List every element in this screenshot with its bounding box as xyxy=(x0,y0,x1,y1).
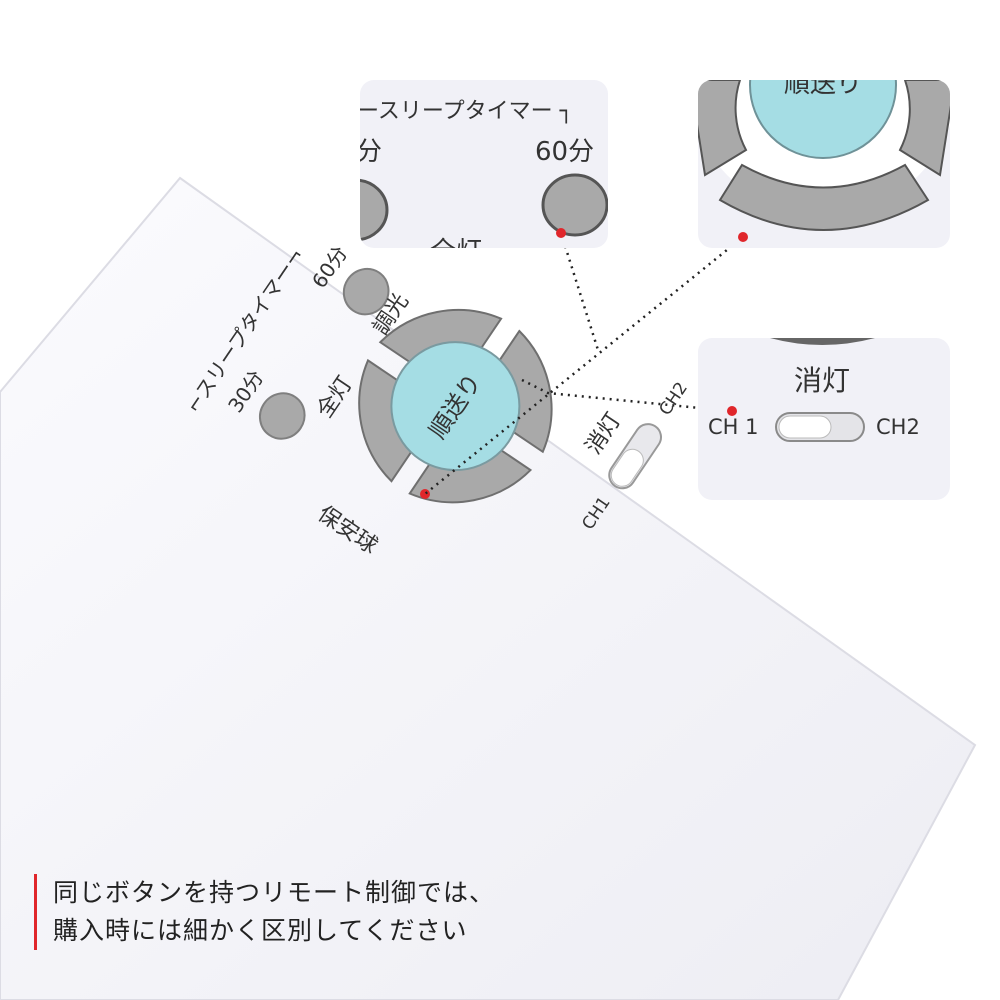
leader-lines xyxy=(424,232,744,495)
zoom-timer-left-button xyxy=(360,178,389,242)
zoom-timer-bottom-label: 全灯 xyxy=(430,237,482,267)
cycle-marker-dot xyxy=(420,489,430,499)
cycle-button[interactable] xyxy=(367,317,545,495)
zoom-cycle-marker-dot xyxy=(738,232,748,242)
leader-line-cycle xyxy=(424,236,744,495)
zoom-cycle-button xyxy=(749,80,897,159)
zoom-switch-knob xyxy=(778,415,832,439)
zoom-timer-marker-dot xyxy=(556,228,566,238)
ch2-label: CH2 xyxy=(655,379,691,420)
zoom-timer-right-label: 60分 xyxy=(535,137,594,167)
zoom-ch2-label: CH2 xyxy=(876,415,920,439)
zoom-off-label: 消灯 xyxy=(794,364,850,397)
off-label: 消灯 xyxy=(581,409,626,459)
zoom-cycle-label: 順送り xyxy=(784,69,862,99)
zoom-panel-cycle: 順送り xyxy=(698,69,950,248)
zoom-switch-marker-dot xyxy=(727,406,737,416)
remote-body xyxy=(0,176,977,1000)
zoom-cycle-left-segment xyxy=(698,80,748,177)
caption-line-2: 購入時には細かく区別してください xyxy=(53,916,468,945)
zoom-ch1-label: CH 1 xyxy=(708,415,759,439)
caption: 同じボタンを持つリモート制御では、 購入時には細かく区別してください xyxy=(34,874,495,950)
zoom-panel-switch: 消灯 CH 1 CH2 xyxy=(698,338,950,500)
caption-line-1: 同じボタンを持つリモート制御では、 xyxy=(53,878,496,907)
remote-control: ⌐スリープタイマー¬ 30分 60分 全灯 調光 保安球 順送り 消灯 CH1 xyxy=(0,176,977,1000)
sleep-30-button[interactable] xyxy=(251,385,313,448)
leader-line-switch xyxy=(521,378,731,413)
zoom-timer-header: ースリープタイマー ┐ xyxy=(357,99,573,124)
zoom-cycle-bottom-segment xyxy=(718,163,930,231)
leader-line-timer xyxy=(559,232,600,351)
zoom-cycle-right-segment xyxy=(898,80,950,177)
zoom-timer-left-label: 分 xyxy=(356,137,382,167)
zoom-timer-60-button xyxy=(541,173,608,237)
sleep-60-button[interactable] xyxy=(335,260,397,323)
zoom-panel-timer: ースリープタイマー ┐ 分 60分 全灯 xyxy=(356,80,608,267)
channel-switch-knob[interactable] xyxy=(607,445,648,490)
